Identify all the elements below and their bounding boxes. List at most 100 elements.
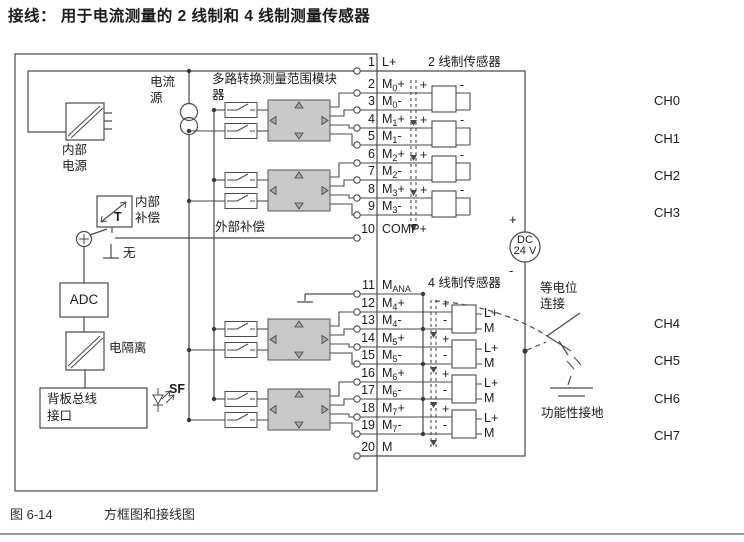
comp-arrow-icon — [100, 201, 127, 223]
generated-dots — [186, 107, 426, 437]
two-wire-minus-label: - — [460, 148, 465, 162]
junction-dots — [186, 68, 528, 354]
channel-label-CH4: CH4 — [654, 316, 681, 331]
terminal-number-17: 17 — [361, 383, 375, 397]
terminal-number-12: 12 — [361, 296, 375, 310]
sf-led-icon — [152, 394, 164, 406]
internal-power-label-2: 电源 — [62, 159, 88, 173]
backplane-label-1: 背板总线 — [47, 392, 98, 406]
four-wire-minus-label: - — [443, 418, 448, 432]
terminal-number-9: 9 — [368, 199, 375, 213]
terminal-label-6: M2+ — [382, 147, 405, 163]
current-source-icon — [179, 102, 199, 122]
functional-earth-label: 功能性接地 — [541, 406, 604, 420]
mux-label-1: 多路转换测量范围模块 — [212, 72, 338, 86]
four-wire-minus-label: - — [443, 313, 448, 327]
internal-comp-box — [96, 195, 133, 228]
dc-minus-label: - — [509, 263, 514, 278]
two-wire-minus-label: - — [460, 183, 465, 197]
four-wire-plus-label: + — [442, 402, 450, 416]
terminal-label-15: M5- — [382, 348, 402, 364]
two-wire-minus-label: - — [460, 113, 465, 127]
terminal-label-3: M0- — [382, 94, 402, 110]
caption-text: 方框图和接线图 — [104, 507, 196, 522]
none-label: 无 — [123, 246, 136, 260]
internal-comp-label-2: 补偿 — [135, 211, 161, 225]
internal-power-label-1: 内部 — [62, 143, 88, 157]
terminal-label-4: M1+ — [382, 112, 405, 128]
channel-label-CH1: CH1 — [654, 131, 681, 146]
bottom-rule — [0, 533, 744, 535]
terminal-label-5: M1- — [382, 129, 402, 145]
power-output-stubs — [104, 112, 112, 130]
terminal-label-16: M6+ — [382, 366, 405, 382]
channel-label-CH3: CH3 — [654, 205, 681, 220]
terminal-number-8: 8 — [368, 182, 375, 196]
none-ground-icon — [103, 244, 119, 259]
adc-label: ADC — [69, 292, 99, 307]
two-wire-title: 2 线制传感器 — [428, 55, 501, 69]
mux-label-2: 器 — [212, 88, 225, 102]
terminal-number-19: 19 — [361, 418, 375, 432]
terminal-label-12: M4+ — [382, 296, 405, 312]
generated-wiring — [189, 80, 482, 448]
external-comp-label: 外部补偿 — [215, 220, 266, 234]
four-wire-lplus-label: L+ — [484, 306, 499, 320]
terminal-label-8: M3+ — [382, 182, 405, 198]
equipotential-bond-icon — [545, 312, 581, 352]
terminal-number-3: 3 — [368, 94, 375, 108]
functional-earth-icon — [550, 375, 593, 397]
two-wire-plus-label: + — [420, 148, 428, 162]
internal-comp-label-1: 内部 — [135, 195, 161, 209]
equipotential-slashes-icon — [566, 356, 582, 370]
channel-label-CH2: CH2 — [654, 168, 681, 183]
terminal-label-17: M6- — [382, 383, 402, 399]
terminal-label-11: MANA — [382, 278, 411, 294]
four-wire-title: 4 线制传感器 — [428, 276, 501, 290]
backplane-box — [39, 387, 148, 429]
terminal-label-1: L+ — [382, 55, 397, 69]
backplane-label-2: 接口 — [47, 409, 73, 423]
four-wire-lplus-label: L+ — [484, 341, 499, 355]
led-ray-icon — [161, 390, 175, 404]
terminal-label-2: M0+ — [382, 77, 405, 93]
module-box — [14, 53, 378, 492]
summing-plus-icon — [79, 234, 89, 244]
terminal-number-1: 1 — [368, 55, 375, 69]
terminal-number-11: 11 — [362, 278, 375, 292]
four-wire-minus-label: - — [443, 383, 448, 397]
equipotential-bond-tail — [558, 340, 569, 356]
terminal-number-5: 5 — [368, 129, 375, 143]
terminal-label-7: M2- — [382, 164, 402, 180]
dc-label-2: 24 V — [513, 245, 537, 257]
terminal-label-18: M7+ — [382, 401, 405, 417]
power-converter-symbol-icon — [67, 105, 104, 139]
two-wire-minus-label: - — [460, 78, 465, 92]
dc-24v-icon — [509, 231, 541, 263]
equipotential-label-2: 连接 — [540, 297, 566, 311]
channel-label-CH7: CH7 — [654, 428, 681, 443]
terminal-circles — [353, 67, 361, 460]
terminal-label-20: M — [382, 440, 393, 454]
page-title: 接线： 用于电流测量的 2 线制和 4 线制测量传感器 — [8, 8, 371, 25]
isolation-symbol-icon — [67, 335, 104, 369]
four-wire-plus-label: + — [442, 367, 450, 381]
terminal-number-16: 16 — [361, 366, 375, 380]
terminal-number-4: 4 — [368, 112, 375, 126]
terminal-number-15: 15 — [361, 348, 375, 362]
sf-label: SF — [169, 382, 185, 396]
caption-number: 图 6-14 — [10, 507, 53, 522]
four-wire-m-label: M — [484, 356, 495, 370]
comp-t-label: T — [114, 210, 122, 224]
four-wire-m-label: M — [484, 321, 495, 335]
current-source-label-1: 电流 — [150, 75, 176, 89]
lplus-rail — [27, 70, 526, 232]
channel-label-CH0: CH0 — [654, 93, 681, 108]
equipotential-dashed-stub — [526, 341, 547, 351]
terminal-number-18: 18 — [361, 401, 375, 415]
comp-arrowheads-icon — [100, 201, 127, 223]
two-wire-plus-label: + — [420, 113, 428, 127]
